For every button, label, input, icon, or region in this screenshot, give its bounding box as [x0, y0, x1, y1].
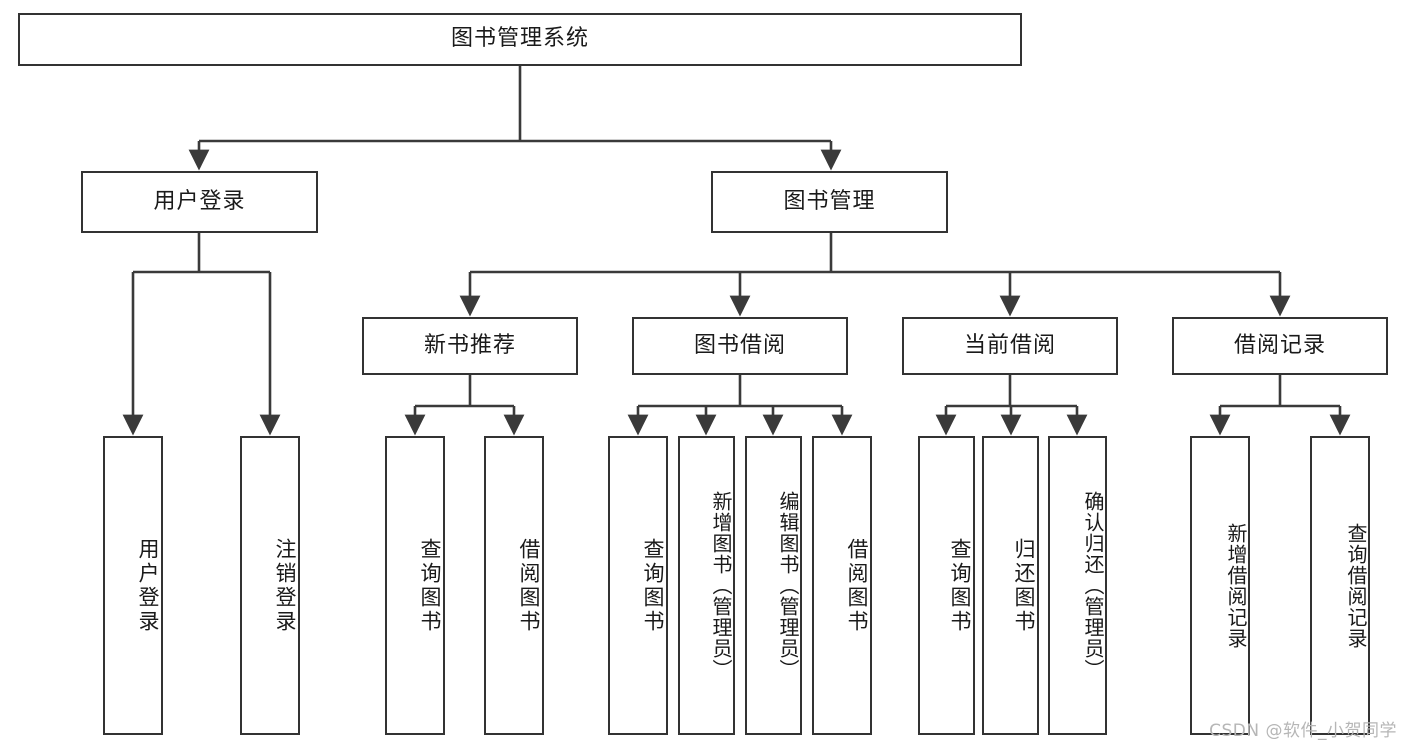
node-leaf-add-book-admin[interactable]: 新增图书（管理员） [678, 436, 735, 735]
node-user-login[interactable]: 用户登录 [81, 171, 318, 233]
node-leaf-query-borrow-record[interactable]: 查询借阅记录 [1310, 436, 1370, 735]
node-leaf-query-book-rec-label: 查询图书 [418, 537, 442, 634]
node-user-login-label: 用户登录 [153, 188, 246, 214]
node-new-book-recommend-label: 新书推荐 [423, 332, 516, 358]
node-book-manage-label: 图书管理 [783, 188, 876, 214]
node-leaf-add-book-admin-label: 新增图书（管理员） [709, 491, 733, 680]
node-leaf-confirm-return-admin[interactable]: 确认归还（管理员） [1048, 436, 1107, 735]
node-leaf-borrow-book-borrow-label: 借阅图书 [845, 537, 869, 634]
node-leaf-user-login[interactable]: 用户登录 [103, 436, 163, 735]
node-leaf-edit-book-admin-label: 编辑图书（管理员） [776, 491, 800, 680]
node-leaf-query-book-rec[interactable]: 查询图书 [385, 436, 445, 735]
node-current-borrow[interactable]: 当前借阅 [902, 317, 1118, 375]
node-new-book-recommend[interactable]: 新书推荐 [362, 317, 578, 375]
node-leaf-user-login-label: 用户登录 [136, 537, 160, 634]
node-leaf-query-book-borrow[interactable]: 查询图书 [608, 436, 668, 735]
node-leaf-borrow-book-rec[interactable]: 借阅图书 [484, 436, 544, 735]
node-leaf-borrow-book-borrow[interactable]: 借阅图书 [812, 436, 872, 735]
node-current-borrow-label: 当前借阅 [963, 332, 1056, 358]
node-leaf-query-book-borrow-label: 查询图书 [641, 537, 665, 634]
node-book-manage[interactable]: 图书管理 [711, 171, 948, 233]
node-leaf-borrow-book-rec-label: 借阅图书 [517, 537, 541, 634]
node-leaf-logout[interactable]: 注销登录 [240, 436, 300, 735]
node-leaf-add-borrow-record-label: 新增借阅记录 [1224, 522, 1248, 649]
node-leaf-edit-book-admin[interactable]: 编辑图书（管理员） [745, 436, 802, 735]
node-leaf-logout-label: 注销登录 [273, 537, 297, 634]
node-leaf-return-book-label: 归还图书 [1012, 537, 1036, 634]
node-root[interactable]: 图书管理系统 [18, 13, 1022, 66]
node-book-borrow[interactable]: 图书借阅 [632, 317, 848, 375]
node-borrow-record-label: 借阅记录 [1233, 332, 1326, 358]
node-book-borrow-label: 图书借阅 [693, 332, 786, 358]
node-leaf-confirm-return-admin-label: 确认归还（管理员） [1081, 491, 1105, 680]
node-leaf-query-book-current-label: 查询图书 [948, 537, 972, 634]
node-leaf-add-borrow-record[interactable]: 新增借阅记录 [1190, 436, 1250, 735]
watermark: CSDN @软件_小贺同学 [1209, 721, 1397, 741]
node-borrow-record[interactable]: 借阅记录 [1172, 317, 1388, 375]
node-leaf-query-book-current[interactable]: 查询图书 [918, 436, 975, 735]
node-leaf-query-borrow-record-label: 查询借阅记录 [1344, 522, 1368, 649]
node-root-label: 图书管理系统 [450, 26, 589, 52]
node-leaf-return-book[interactable]: 归还图书 [982, 436, 1039, 735]
